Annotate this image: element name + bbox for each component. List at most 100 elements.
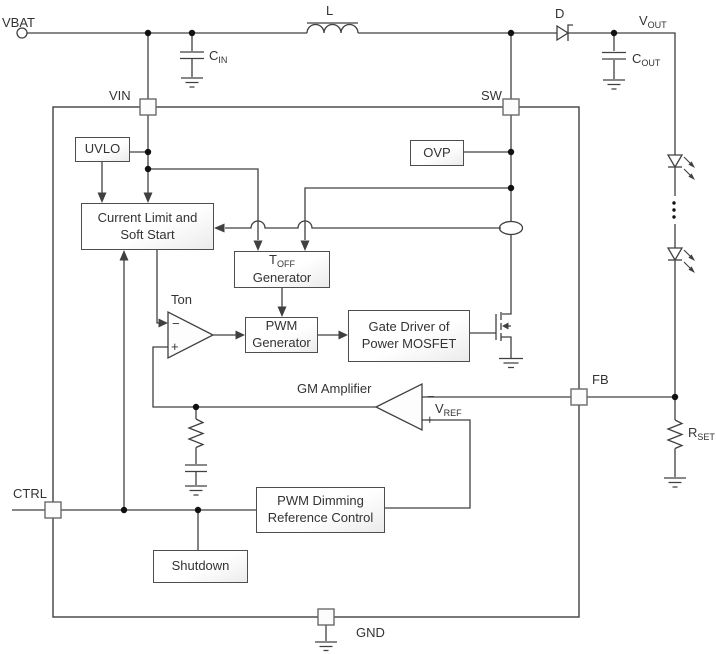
wire-gm-out-to-comp-plus: [152, 346, 376, 408]
gnd-pin-label: GND: [356, 625, 385, 640]
vin-pin-square: [139, 98, 157, 116]
junction-dot: [144, 165, 152, 173]
comp-ground-symbol: [185, 485, 207, 496]
cout-ground-symbol: [603, 79, 625, 90]
toff-line2: Generator: [252, 270, 312, 286]
toff-generator-block: TOFF Generator: [234, 251, 330, 288]
gm-minus-sign: −: [427, 389, 435, 404]
ton-label: Ton: [171, 292, 192, 307]
wire-sense-to-currentlimit: [225, 220, 501, 229]
rset-ground-symbol: [664, 477, 686, 488]
junction-dot: [671, 393, 679, 401]
current-limit-block: Current Limit and Soft Start: [81, 203, 214, 250]
rset-label: RSET: [688, 425, 715, 442]
gate-driver-line1: Gate Driver of: [368, 319, 450, 335]
mosfet-ground-symbol: [499, 357, 523, 369]
arrowheads: [97, 161, 695, 340]
arrow-into-comp-minus: [158, 318, 168, 328]
uvlo-block: UVLO: [75, 137, 130, 162]
gm-plus-sign: +: [426, 412, 434, 427]
vbat-terminal-circle: [16, 27, 28, 39]
junction-dot: [507, 184, 515, 192]
diode-label: D: [555, 6, 565, 21]
pwm-generator-line1: PWM: [265, 318, 298, 334]
led2-ray1-arrowhead: [688, 254, 695, 261]
led-ellipsis-dot: [672, 208, 676, 212]
wire-sw-to-mosfet-drain: [502, 235, 512, 315]
comp-resistor-symbol: [187, 418, 205, 449]
vref-label: VREF: [435, 401, 462, 418]
current-limit-line2: Soft Start: [120, 226, 175, 242]
ic-pins: [44, 98, 588, 626]
mosfet-source-wire: [501, 336, 512, 358]
gm-amplifier-triangle: [374, 382, 423, 432]
arrow-into-currentlimit-bottom: [119, 250, 129, 261]
diode-symbol: [556, 24, 570, 42]
led-ellipsis-dot: [672, 215, 676, 219]
arrow-into-pwm-top: [277, 306, 287, 317]
junction-dot: [194, 506, 202, 514]
fb-pin-square: [570, 388, 588, 406]
vout-label: VOUT: [639, 13, 667, 30]
cout-capacitor-symbol: [602, 51, 626, 60]
cin-ground-symbol: [181, 77, 203, 88]
sw-pin-square: [502, 98, 520, 116]
ovp-block: OVP: [410, 140, 464, 166]
ctrl-pin-square: [44, 501, 62, 519]
junction-dot: [507, 29, 515, 37]
arrow-uvlo-into-currentlimit: [97, 192, 107, 203]
wire-sw-to-toff: [304, 187, 511, 240]
ctrl-pin-label: CTRL: [13, 486, 47, 501]
comparator-minus-sign: −: [172, 316, 180, 331]
arrow-into-gatedriver: [338, 330, 348, 340]
led1-symbol: [666, 154, 684, 169]
component-shapes: [16, 24, 684, 432]
wire-vin-to-toff: [148, 168, 259, 240]
gnd-ground-symbol: [315, 641, 337, 652]
junction-dot: [192, 403, 200, 411]
led1-ray1-arrowhead: [688, 161, 695, 168]
junction-dot: [188, 29, 196, 37]
arrow-into-toff-right: [300, 240, 310, 251]
diode-cathode-bar: [567, 24, 573, 41]
fb-pin-label: FB: [592, 372, 609, 387]
junction-dot: [144, 29, 152, 37]
led2-ray2: [683, 261, 691, 269]
pwm-dimming-block: PWM Dimming Reference Control: [256, 487, 385, 533]
current-limit-line1: Current Limit and: [97, 209, 198, 225]
shutdown-block: Shutdown: [153, 550, 248, 583]
gate-driver-line2: Power MOSFET: [361, 336, 457, 351]
pwm-dimming-line2: Reference Control: [267, 510, 374, 525]
uvlo-label: UVLO: [84, 141, 121, 157]
gate-driver-block: Gate Driver of Power MOSFET: [348, 310, 470, 362]
led2-ray2-arrowhead: [688, 266, 695, 273]
led-rays: [683, 156, 691, 269]
ovp-label: OVP: [423, 144, 451, 160]
cin-capacitor-symbol: [180, 51, 204, 60]
comp-capacitor-symbol: [185, 464, 207, 473]
junction-dot: [120, 506, 128, 514]
shutdown-label: Shutdown: [171, 558, 230, 574]
pwm-generator-block: PWM Generator: [245, 317, 318, 353]
gnd-pin-square: [317, 608, 335, 626]
wire-diode-to-led: [568, 32, 676, 155]
led-ellipsis-dot: [672, 201, 676, 205]
junction-dot: [144, 148, 152, 156]
junction-dot: [507, 148, 515, 156]
pwm-dimming-line1: PWM Dimming: [277, 493, 364, 509]
arrow-vin-into-currentlimit: [143, 192, 153, 203]
arrow-into-pwm-left: [235, 330, 245, 340]
led1-ray2-arrowhead: [688, 173, 695, 180]
ic-boundary-box: [52, 106, 580, 618]
arrow-into-currentlimit-right: [214, 223, 225, 233]
inductor-label: L: [326, 3, 334, 18]
sw-pin-label: SW: [481, 88, 502, 103]
toff-line1: TOFF: [269, 251, 295, 269]
junction-dots: [120, 29, 679, 514]
rset-resistor-symbol: [666, 419, 684, 450]
arrow-into-toff-left: [253, 240, 263, 251]
led1-ray1: [683, 156, 691, 164]
cout-label: COUT: [632, 51, 661, 68]
